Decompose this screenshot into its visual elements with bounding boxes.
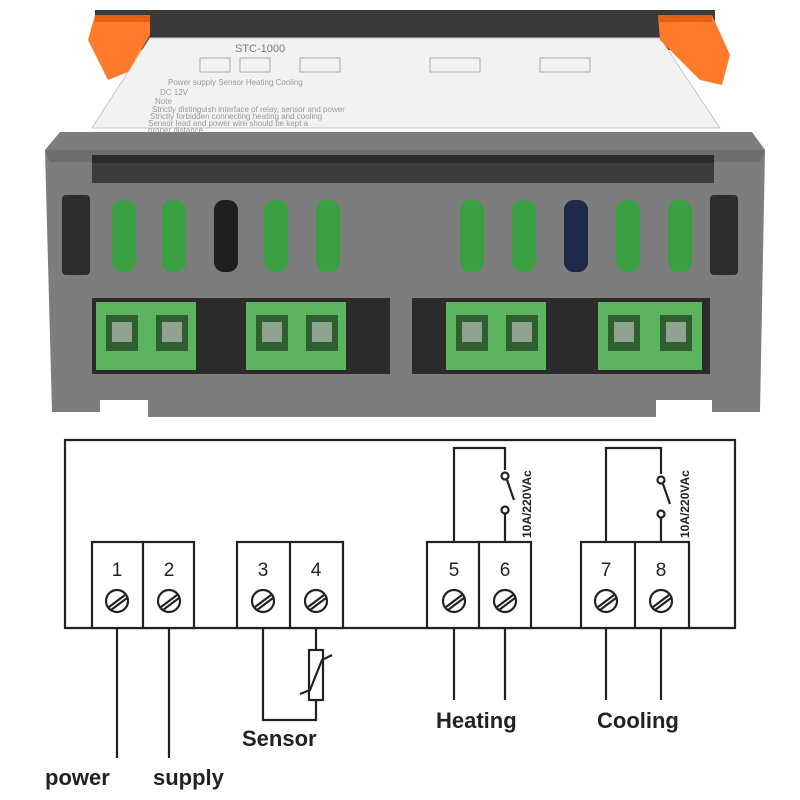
terminal-number-8: 8 bbox=[656, 560, 667, 581]
terminal-number-7: 7 bbox=[601, 560, 612, 581]
green-terminal-blocks bbox=[96, 302, 702, 370]
power-supply-wires bbox=[115, 628, 171, 758]
terminal-number-2: 2 bbox=[164, 560, 175, 581]
controller-device: STC-1000 Power supply Sensor Heating Coo… bbox=[45, 10, 765, 417]
device-housing bbox=[45, 132, 765, 417]
supply-label: supply bbox=[153, 765, 225, 790]
sensor-label: Sensor bbox=[242, 726, 317, 751]
label-line: Strictly forbidden connecting heating an… bbox=[150, 112, 322, 121]
cooling-label: Cooling bbox=[597, 708, 679, 733]
screw-icon bbox=[593, 588, 619, 614]
screw-icon bbox=[156, 588, 182, 614]
terminal-box-pair-heating bbox=[425, 540, 533, 630]
terminal-box-pair-cooling bbox=[579, 540, 691, 630]
label-line: proper distance bbox=[148, 126, 204, 135]
cooling-relay-switch bbox=[604, 446, 672, 542]
device-label-sticker bbox=[91, 37, 721, 129]
screw-icons bbox=[104, 588, 674, 614]
heating-relay-switch bbox=[452, 446, 516, 542]
cooling-wires bbox=[604, 628, 663, 700]
screw-icon bbox=[303, 588, 329, 614]
screw-icon bbox=[250, 588, 276, 614]
sensor-circuit bbox=[261, 628, 333, 722]
wiring-diagram bbox=[63, 438, 737, 758]
terminal-number-3: 3 bbox=[258, 560, 269, 581]
green-terminal bbox=[246, 302, 346, 370]
vent-slots bbox=[62, 195, 738, 275]
heating-wires bbox=[452, 628, 507, 700]
mounting-clip-left bbox=[88, 15, 150, 80]
green-terminal bbox=[598, 302, 702, 370]
terminal-number-1: 1 bbox=[112, 560, 123, 581]
terminal-box-pair-power bbox=[90, 540, 196, 630]
heating-relay-rating: 10A/220VAc bbox=[520, 470, 534, 538]
terminal-number-4: 4 bbox=[311, 560, 322, 581]
screw-icon bbox=[492, 588, 518, 614]
device-model-text: STC-1000 bbox=[235, 43, 285, 55]
green-terminal bbox=[446, 302, 546, 370]
label-line: Sensor lead and power wire should be kep… bbox=[148, 119, 309, 128]
terminal-box-pair-sensor bbox=[235, 540, 345, 630]
cooling-relay-rating: 10A/220VAc bbox=[678, 470, 692, 538]
screw-icon bbox=[648, 588, 674, 614]
terminal-number-5: 5 bbox=[449, 560, 460, 581]
diagram-frame bbox=[63, 438, 737, 630]
terminal-number-6: 6 bbox=[500, 560, 511, 581]
heating-label: Heating bbox=[436, 708, 517, 733]
label-line: Power supply Sensor Heating Cooling bbox=[168, 78, 303, 87]
screw-icon bbox=[441, 588, 467, 614]
label-line: DC 12V bbox=[160, 88, 189, 97]
mounting-clip-right bbox=[658, 15, 730, 85]
device-label-text: Power supply Sensor Heating Cooling DC 1… bbox=[148, 78, 345, 135]
green-terminal bbox=[96, 302, 196, 370]
screw-icon bbox=[104, 588, 130, 614]
terminal-numbers: 1 2 3 4 5 6 7 8 bbox=[112, 560, 667, 581]
label-line: Note bbox=[155, 97, 172, 106]
label-circuit-marks bbox=[199, 57, 591, 73]
label-line: Strictly distinguish interface of relay,… bbox=[152, 105, 345, 114]
power-label: power bbox=[45, 765, 110, 790]
